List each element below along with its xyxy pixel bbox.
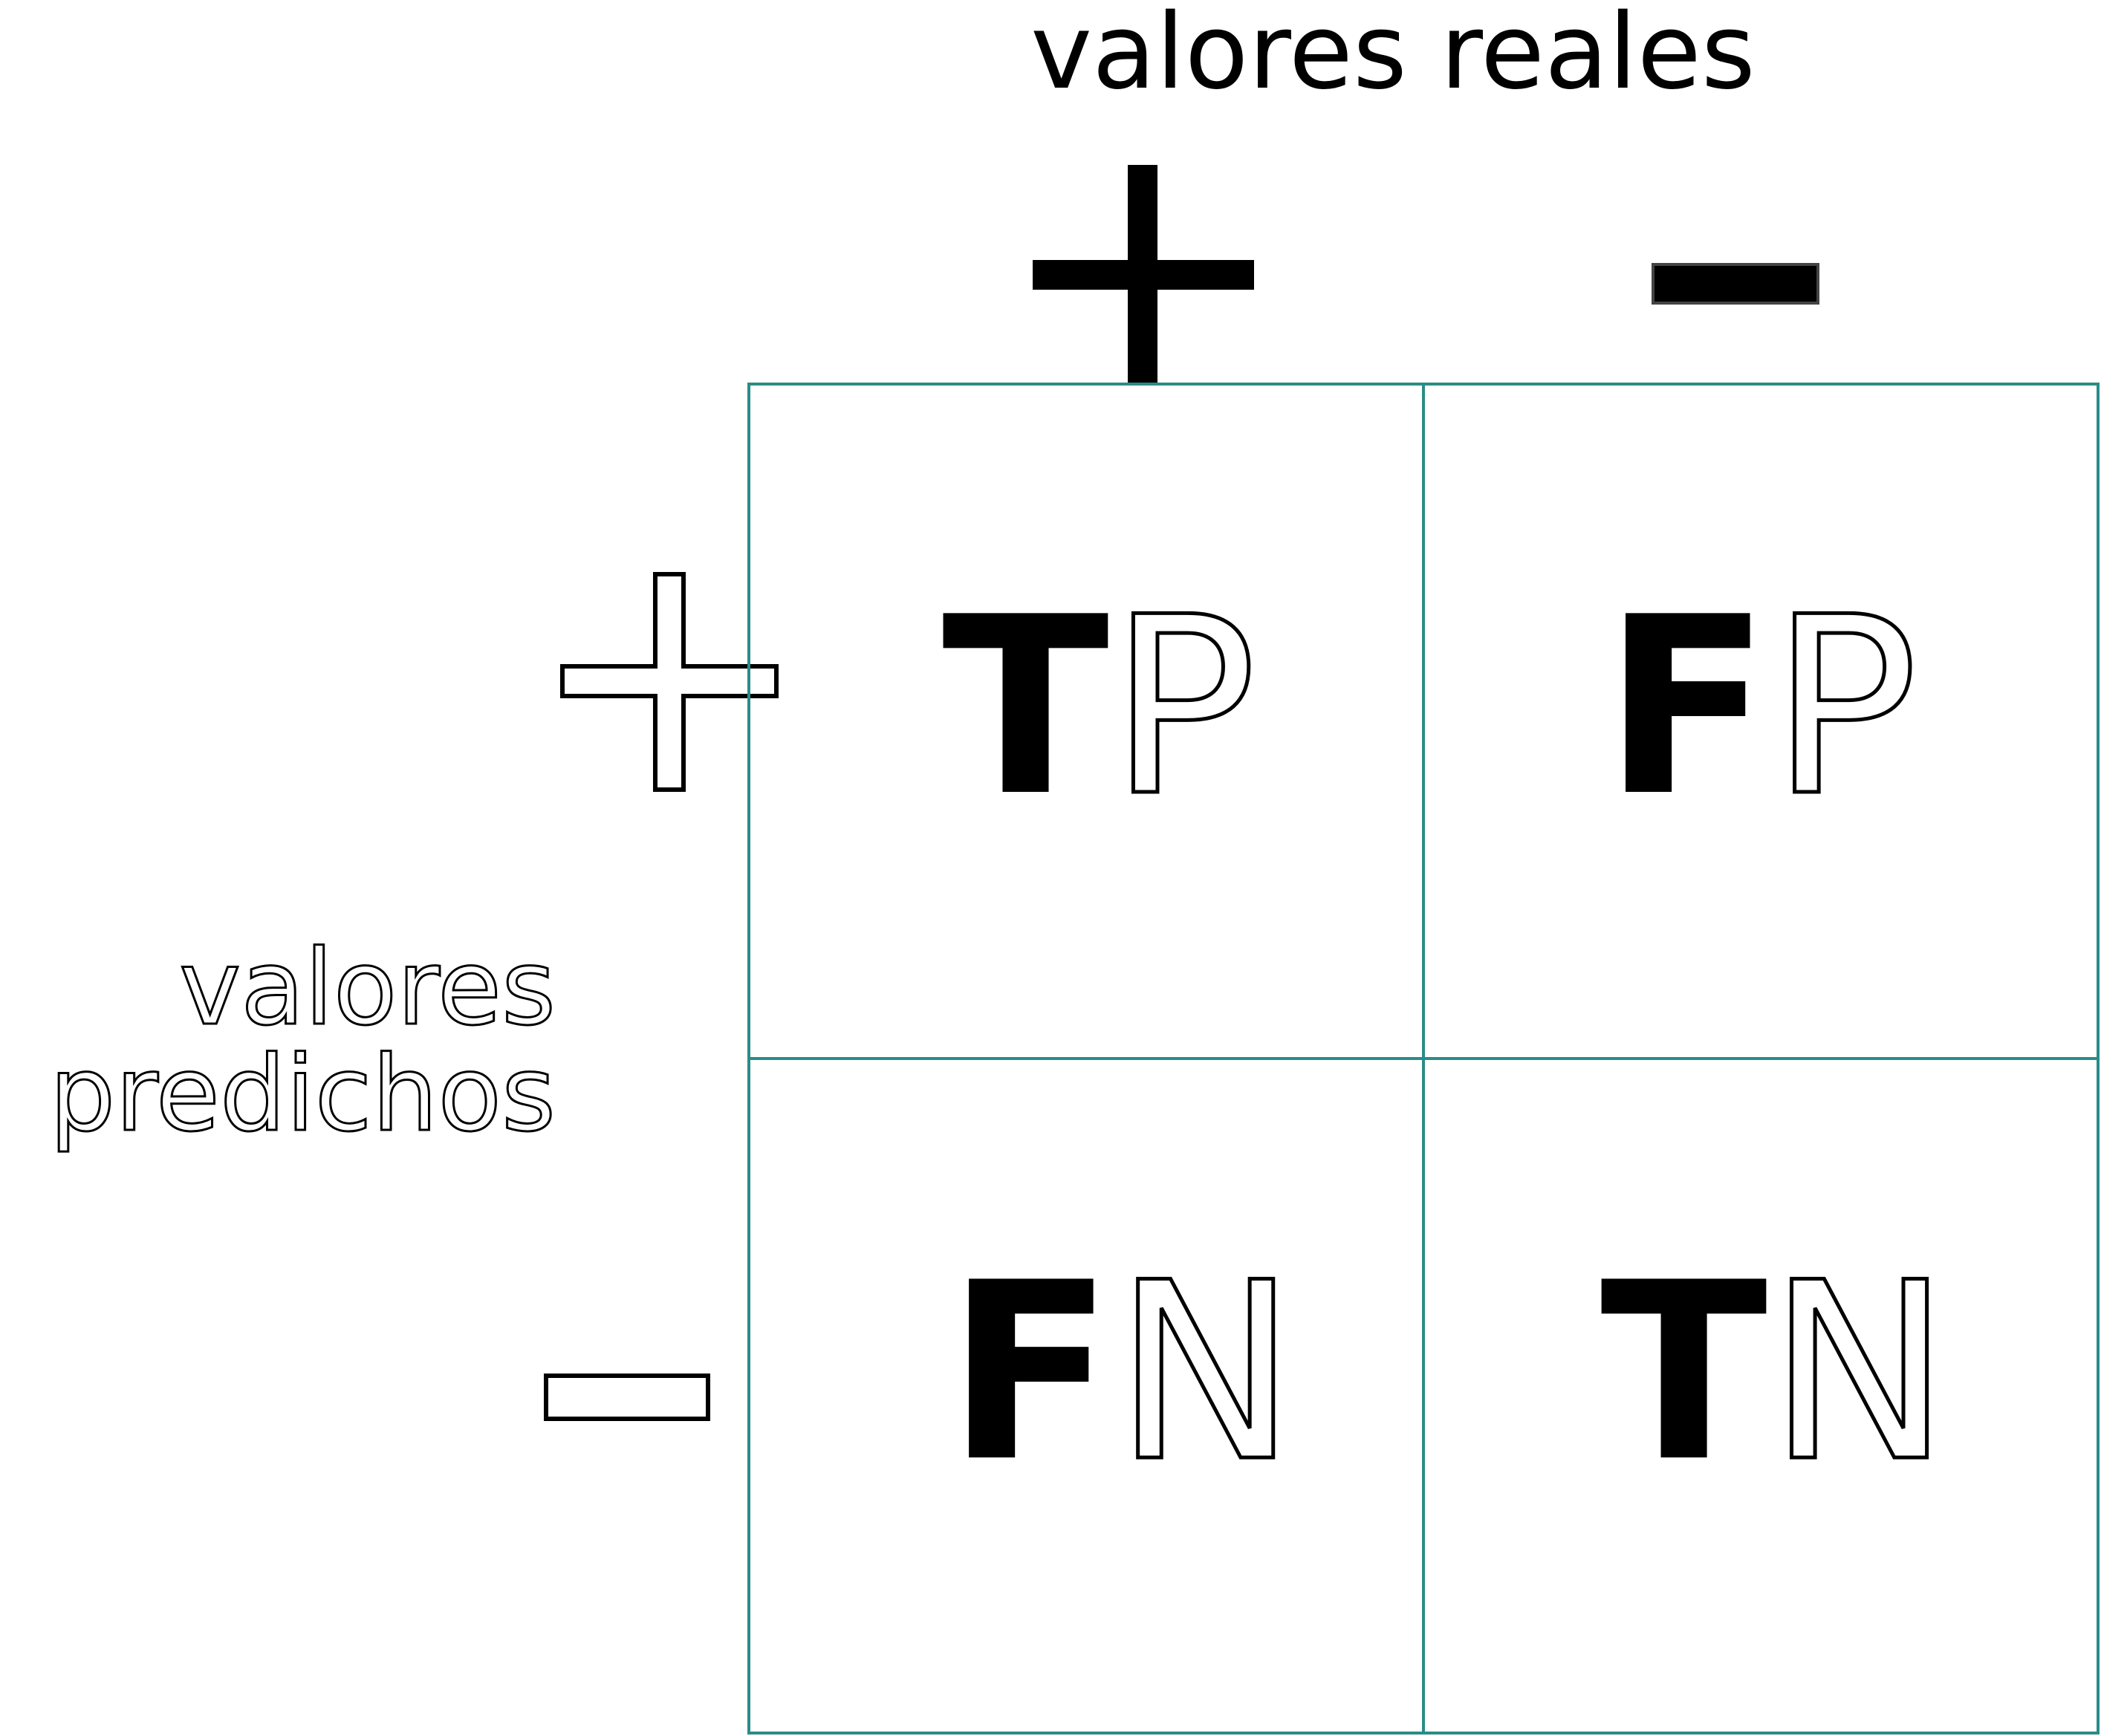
- cell-tn-second: N: [1767, 1230, 1951, 1515]
- actual-positive-sign-vertical: [1128, 165, 1157, 386]
- cell-fn-label: FN: [946, 1230, 1297, 1515]
- cell-tp-second: P: [1109, 565, 1257, 850]
- actual-axis-title: valores reales: [1030, 0, 1756, 113]
- predicted-axis-title-line1: valores: [179, 928, 556, 1049]
- cell-tp-label: TP: [942, 565, 1257, 850]
- cell-fn-second: N: [1114, 1230, 1297, 1515]
- cell-fp-second: P: [1770, 565, 1918, 850]
- actual-positive-sign-text: +: [0, 0, 1, 1]
- cell-fp-first: F: [1603, 565, 1770, 850]
- cell-tn-first: T: [1600, 1230, 1769, 1515]
- predicted-axis-title-line2: predichos: [49, 1034, 556, 1155]
- actual-positive-sign: [1033, 165, 1254, 386]
- matrix-grid: [747, 383, 2100, 1735]
- actual-negative-sign: [1652, 263, 1819, 305]
- predicted-positive-sign: [560, 572, 779, 792]
- cell-fp-label: FP: [1603, 565, 1918, 850]
- cell-fn-first: F: [946, 1230, 1114, 1515]
- predicted-negative-sign: [544, 1373, 710, 1421]
- cell-tp-first: T: [942, 565, 1111, 850]
- cell-tn-label: TN: [1600, 1230, 1951, 1515]
